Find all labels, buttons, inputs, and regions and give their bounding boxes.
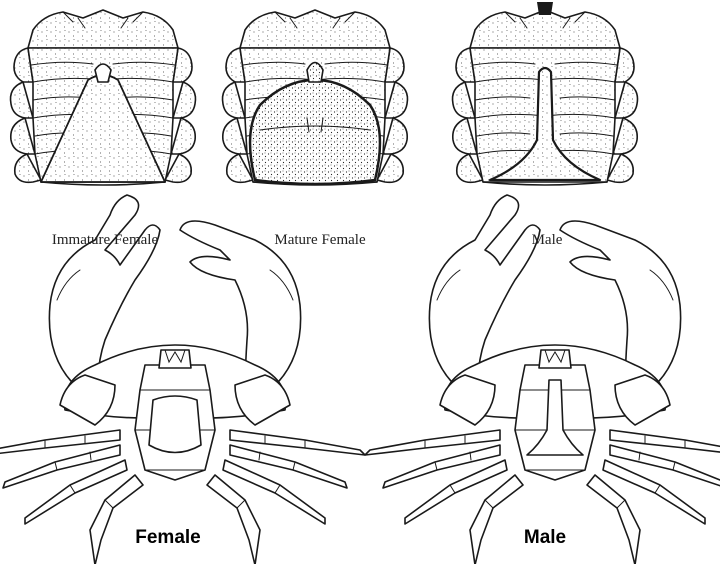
mature-female-caption: Mature Female bbox=[274, 232, 365, 249]
female-crab-illustration bbox=[0, 195, 365, 564]
mature-female-abdomen-illustration bbox=[223, 10, 408, 185]
female-crab-label: Female bbox=[135, 527, 200, 549]
immature-female-caption: Immature Female bbox=[52, 232, 158, 249]
male-abdomen-caption: Male bbox=[532, 232, 563, 249]
male-crab-label: Male bbox=[524, 527, 566, 549]
male-crab-illustration bbox=[365, 195, 720, 564]
male-abdomen-illustration bbox=[453, 2, 638, 185]
immature-female-abdomen-illustration bbox=[11, 10, 196, 185]
